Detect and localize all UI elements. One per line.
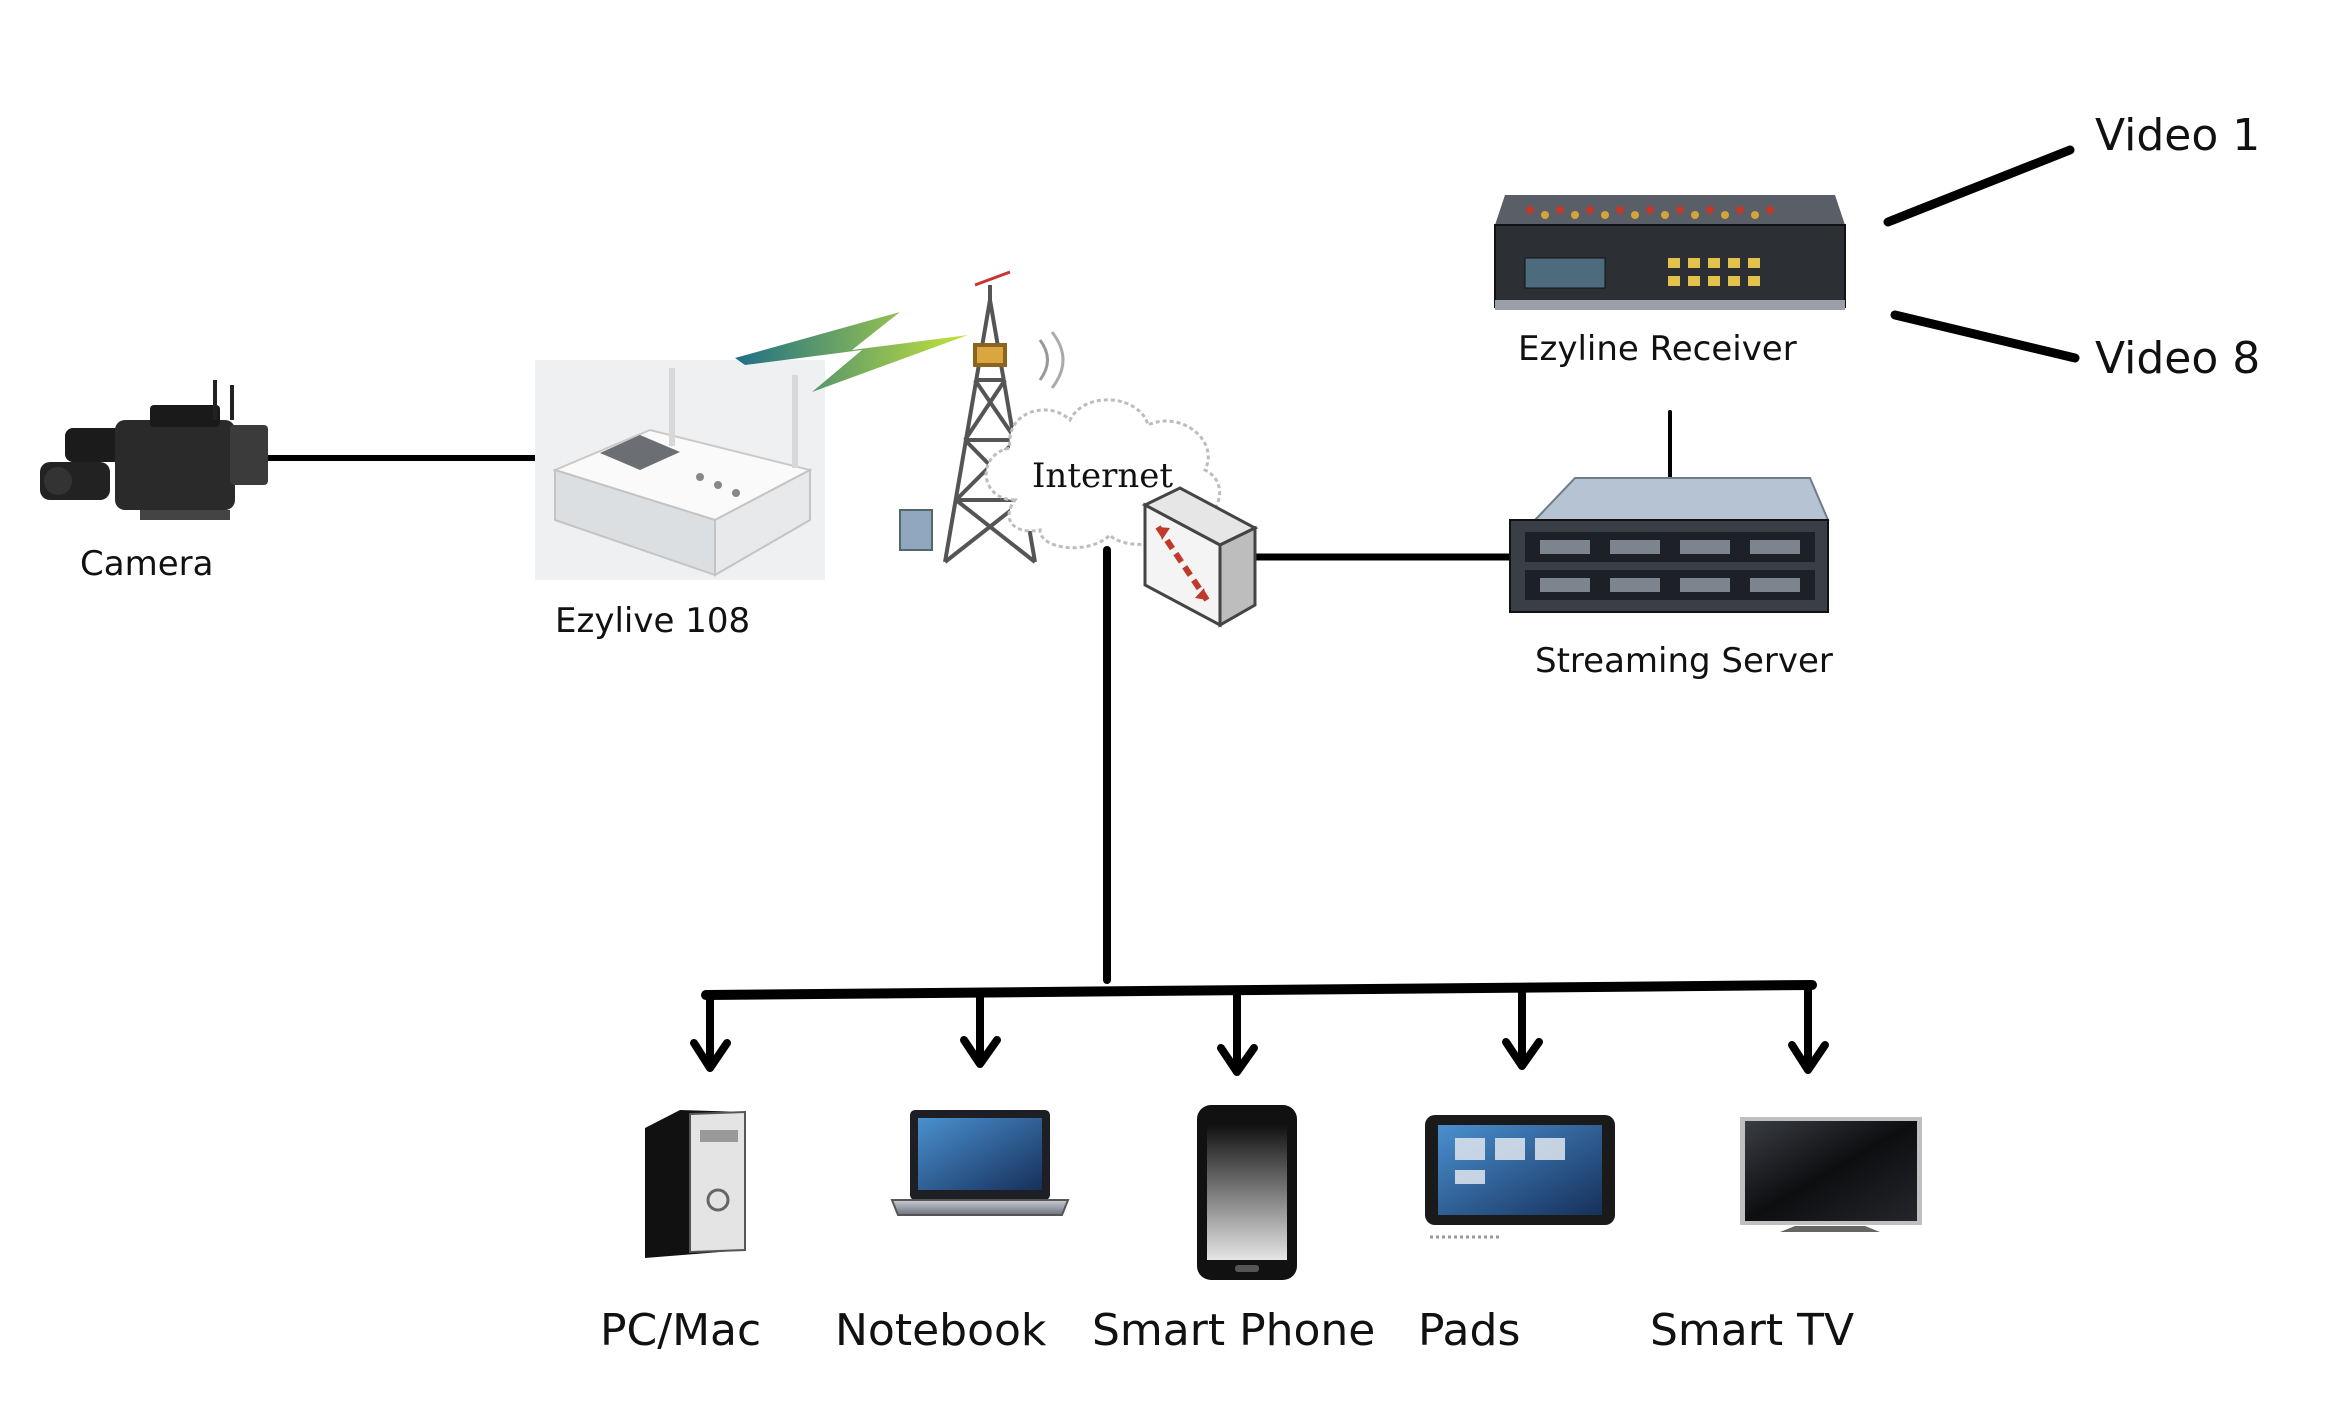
device-label-smart-phone: Smart Phone [1092,1305,1375,1356]
pc-tower-icon [645,1110,746,1258]
router-icon [1141,486,1259,628]
encoder-device-icon [535,360,825,580]
device-arrows [690,981,1829,1076]
smart-tv-icon [1740,1117,1922,1232]
device-label-pads: Pads [1418,1305,1520,1356]
device-label-notebook: Notebook [835,1305,1047,1356]
streaming-server-label: Streaming Server [1535,641,1833,681]
streaming-server-icon [1509,477,1830,613]
receiver-label: Ezyline Receiver [1518,329,1797,369]
wireless-signal-icon [735,312,968,392]
encoder-label: Ezylive 108 [555,601,750,641]
connection-lines [262,145,2080,1000]
camera-icon [40,380,268,520]
device-label-pc-mac: PC/Mac [600,1305,761,1356]
equipment-shed-icon [899,509,933,551]
device-label-smart-tv: Smart TV [1650,1305,1854,1356]
camera-label: Camera [80,544,213,584]
notebook-icon [890,1110,1070,1216]
internet-label: Internet [1032,456,1173,496]
video-output-label-1: Video 1 [2095,110,2260,161]
smartphone-icon [1197,1105,1297,1280]
video-output-label-8: Video 8 [2095,333,2260,384]
tablet-icon [1425,1115,1615,1239]
receiver-rack-icon [1494,195,1846,310]
